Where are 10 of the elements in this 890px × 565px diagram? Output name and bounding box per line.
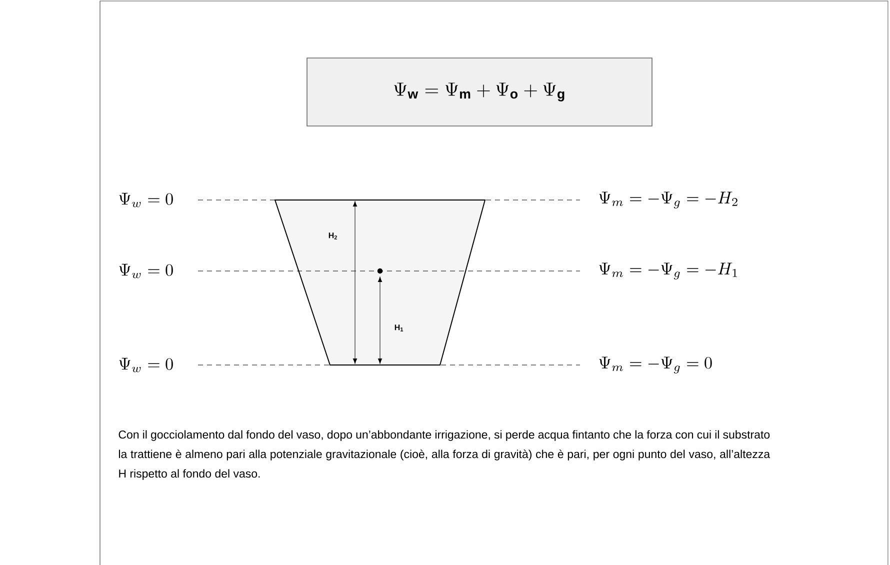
- equation-label: $\Psi_{m} = -\Psi_{g} = -H_{2}$: [599, 192, 738, 208]
- equation-label: $\Psi_{m} = -\Psi_{g} = 0$: [599, 356, 712, 374]
- equation-label: $\Psi_{w} = 0$: [119, 264, 173, 278]
- equation-label: $\Psi_{w} = 0$: [119, 192, 173, 208]
- formula-box: $\Psi_{\mathbf{w}} = \Psi_{\mathbf{m}} + \Psi_{\mathbf{o}} + \Psi_{\mathbf{g}}$: [306, 58, 652, 126]
- equation-label: $\Psi_{w} = 0$: [119, 358, 173, 372]
- height-label: $\mathbf{H_{1}}$: [394, 324, 404, 332]
- equation-label: $\Psi_{m} = -\Psi_{g} = -H_{1}$: [599, 262, 738, 280]
- caption: Con il gocciolamento dal fondo del vaso, dopo un’abbondante irrigazione, si perde acqua fintanto che la forza con cui il substrato la trattiene è almeno pari alla potenziale gravitazionale (cioè, alla forza di gravità) che è pari, per ogni punto del vaso, all’altezza H rispetto al fondo del vaso.: [118, 430, 770, 480]
- height-label: $\mathbf{H_{2}}$: [328, 232, 338, 240]
